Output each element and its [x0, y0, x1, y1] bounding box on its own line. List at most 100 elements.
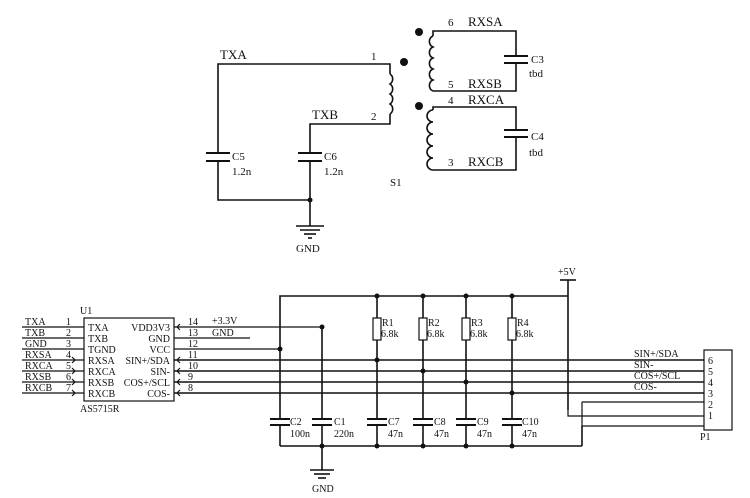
p1-net-sin-minus: SIN-: [634, 360, 653, 371]
c6-value: 1.2n: [324, 166, 344, 178]
wire-txa: [217, 63, 391, 152]
primary-pin-2: 2: [371, 111, 377, 123]
wire-5v-bus: [279, 295, 568, 410]
interface-section: U1 AS5715R TXA TXB GND RXSA RXCA RXSB RX…: [22, 267, 733, 495]
transformer-section: TXA TXB 1 2 6 5 4 3 RXSA RXSB RXCA RXCB …: [206, 14, 544, 255]
r3-ref: R3: [471, 318, 483, 329]
c5-ref: C5: [232, 151, 245, 163]
polarity-dot-1: [400, 58, 408, 66]
p1-pin-3: 3: [708, 389, 713, 400]
ground-symbol-top: [296, 225, 324, 239]
wire-rxsa: [432, 30, 517, 56]
c10-value: 47n: [522, 429, 537, 440]
resistor-r1: [372, 293, 382, 363]
u1-left-name-5: RXCA: [88, 367, 117, 378]
c2-ref: C2: [290, 417, 302, 428]
secondary-pin-4: 4: [448, 95, 454, 107]
wire-rxcb: [433, 138, 517, 171]
supply-label: +5V: [558, 267, 577, 278]
resistor-r4: [507, 293, 517, 396]
net-label-gnd13: GND: [212, 328, 234, 339]
wire-txb: [309, 114, 391, 152]
ground-symbol-bottom: [310, 469, 334, 479]
c7-ref: C7: [388, 417, 400, 428]
resistor-r2: [418, 293, 428, 374]
wire-5v-to-p1: [567, 410, 704, 417]
u1-left-net-6: RXSB: [25, 372, 51, 383]
net-label-rxca: RXCA: [468, 92, 505, 107]
c7-value: 47n: [388, 429, 403, 440]
secondary-pin-5: 5: [448, 79, 454, 91]
p1-net-cos-plus: COS+/SCL: [634, 371, 680, 382]
p1-net-sin-plus: SIN+/SDA: [634, 349, 679, 360]
u1-right-num-12: 12: [188, 339, 198, 350]
r4-value: 6.8k: [516, 329, 534, 340]
u1-left-num-2: 2: [66, 328, 71, 339]
u1-right-name-9: COS+/SCL: [124, 378, 170, 389]
primary-pin-1: 1: [371, 51, 377, 63]
u1-left-name-6: RXSB: [88, 378, 114, 389]
p1-pin-1: 1: [708, 411, 713, 422]
r4-ref: R4: [517, 318, 529, 329]
secondary-pin-6: 6: [448, 17, 454, 29]
r1-ref: R1: [382, 318, 394, 329]
c2-value: 100n: [290, 429, 310, 440]
wire-rxca: [432, 106, 517, 130]
p1-pin-6: 6: [708, 356, 713, 367]
c4-value: tbd: [529, 147, 544, 159]
r1-value: 6.8k: [381, 329, 399, 340]
c6-ref: C6: [324, 151, 337, 163]
net-label-rxcb: RXCB: [468, 154, 504, 169]
u1-left-name-7: RXCB: [88, 389, 116, 400]
ic-part: AS5715R: [80, 404, 120, 415]
u1-right-num-9: 9: [188, 372, 193, 383]
r2-ref: R2: [428, 318, 440, 329]
u1-left-net-3: GND: [25, 339, 47, 350]
u1-right-name-12: VCC: [149, 345, 170, 356]
u1-left-net-5: RXCA: [25, 361, 54, 372]
net-label-txa: TXA: [220, 47, 247, 62]
p1-net-cos-minus: COS-: [634, 382, 657, 393]
c4-ref: C4: [531, 131, 544, 143]
u1-left-net-2: TXB: [25, 328, 45, 339]
c8-ref: C8: [434, 417, 446, 428]
u1-right-name-11: SIN+/SDA: [125, 356, 170, 367]
u1-left-name-4: RXSA: [88, 356, 115, 367]
c1-value: 220n: [334, 429, 354, 440]
net-label-3v3: +3.3V: [212, 316, 238, 327]
u1-right-name-10: SIN-: [151, 367, 170, 378]
c3-value: tbd: [529, 68, 544, 80]
u1-left-net-4: RXSA: [25, 350, 52, 361]
secondary-coil-cos: [426, 109, 434, 171]
gnd-label-bottom: GND: [312, 484, 334, 495]
secondary-pin-3: 3: [448, 157, 454, 169]
ic-left-pins: [22, 326, 84, 397]
r3-value: 6.8k: [470, 329, 488, 340]
transformer-ref: S1: [390, 177, 402, 189]
c3-ref: C3: [531, 54, 544, 66]
u1-right-name-8: COS-: [147, 389, 170, 400]
wire-rxsb: [433, 64, 517, 92]
c1-ref: C1: [334, 417, 346, 428]
u1-left-num-7: 7: [66, 383, 71, 394]
p1-pin-2: 2: [708, 400, 713, 411]
u1-left-name-2: TXB: [88, 334, 108, 345]
u1-left-net-7: RXCB: [25, 383, 53, 394]
connector-p1-body: [703, 349, 733, 431]
c8-value: 47n: [434, 429, 449, 440]
r2-value: 6.8k: [427, 329, 445, 340]
u1-right-num-10: 10: [188, 361, 198, 372]
c10-ref: C10: [522, 417, 539, 428]
u1-left-num-4: 4: [66, 350, 71, 361]
polarity-dot-2: [415, 28, 423, 36]
u1-left-net-1: TXA: [25, 317, 46, 328]
gnd-label-top: GND: [296, 243, 320, 255]
primary-coil: [388, 73, 394, 115]
net-label-rxsb: RXSB: [468, 76, 502, 91]
wire-gnd-to-p1: [581, 402, 704, 427]
u1-left-name-1: TXA: [88, 323, 109, 334]
polarity-dot-3: [415, 102, 423, 110]
net-label-rxsa: RXSA: [468, 14, 503, 29]
c9-ref: C9: [477, 417, 489, 428]
ic-ref: U1: [80, 306, 92, 317]
